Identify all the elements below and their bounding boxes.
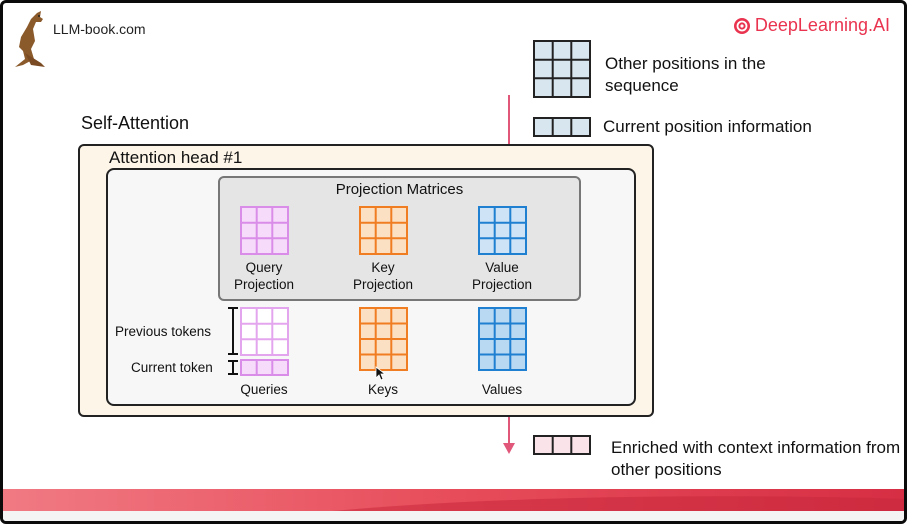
keys-caption: Keys <box>367 382 398 397</box>
brand-right[interactable]: DeepLearning.AI <box>733 15 890 36</box>
query-projection-grid <box>240 206 289 255</box>
legend-enriched: Enriched with context information from o… <box>611 437 901 481</box>
queries-caption: Queries <box>240 382 288 397</box>
deeplearning-logo-icon <box>733 17 750 34</box>
legend-other-positions-text: Other positions in the sequence <box>605 54 766 95</box>
current-token-label: Current token <box>131 360 213 375</box>
legend-current-position-grid <box>533 117 591 137</box>
query-projection-line1: Query <box>245 260 283 275</box>
key-projection-grid <box>359 206 408 255</box>
brand-left-text: LLM-book.com <box>53 21 146 37</box>
value-projection-grid <box>478 206 527 255</box>
self-attention-label: Self-Attention <box>81 113 190 133</box>
projection-matrices-title: Projection Matrices <box>335 181 464 198</box>
legend-enriched-grid <box>533 435 591 455</box>
key-projection-caption: Key Projection <box>333 259 433 293</box>
value-projection-caption: Value Projection <box>452 259 552 293</box>
value-projection-line2: Projection <box>471 277 533 292</box>
bottom-band <box>3 489 904 521</box>
key-projection-line2: Projection <box>352 277 414 292</box>
brand-left[interactable]: LLM-book.com <box>11 9 146 69</box>
brand-right-text: DeepLearning.AI <box>754 15 890 35</box>
query-projection-line2: Projection <box>233 277 295 292</box>
attention-head-label: Attention head #1 <box>109 148 243 167</box>
queries-current-grid <box>240 359 289 376</box>
queries-previous-grid <box>240 307 289 356</box>
legend-current-position-text: Current position information <box>603 117 812 136</box>
value-projection-line1: Value <box>485 260 519 275</box>
legend-other-positions: Other positions in the sequence <box>605 53 815 97</box>
values-caption: Values <box>481 382 523 397</box>
key-projection-line1: Key <box>371 260 395 275</box>
legend-current-position: Current position information <box>603 116 812 138</box>
previous-tokens-label: Previous tokens <box>115 324 212 339</box>
keys-grid <box>359 307 408 371</box>
query-projection-caption: Query Projection <box>214 259 314 293</box>
legend-other-positions-grid <box>533 40 591 98</box>
legend-enriched-text: Enriched with context information from o… <box>611 438 901 479</box>
values-grid <box>478 307 527 371</box>
kangaroo-logo-icon <box>15 11 45 67</box>
